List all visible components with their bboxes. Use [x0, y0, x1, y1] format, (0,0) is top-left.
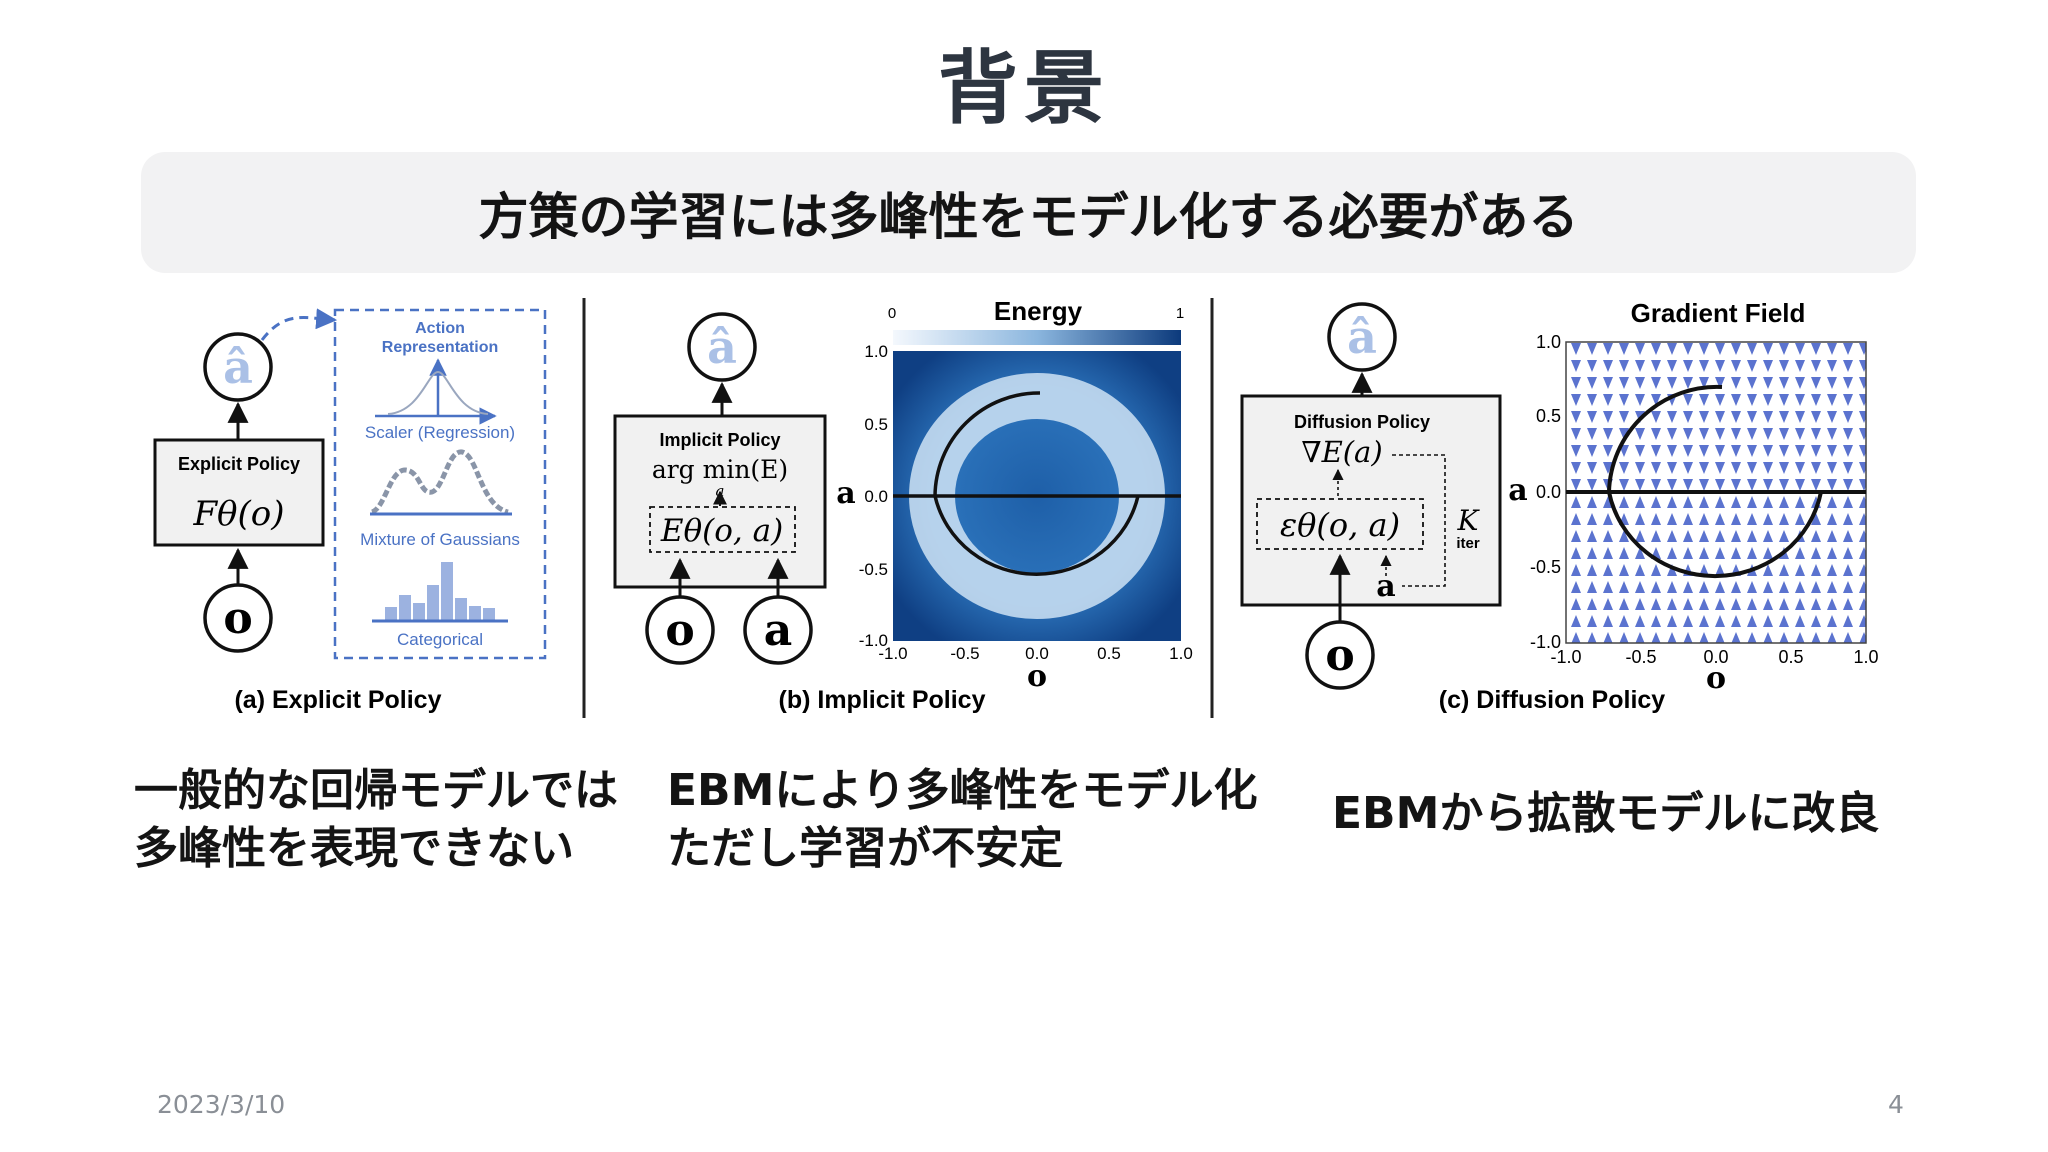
diffusion-output-label: â: [1347, 310, 1377, 364]
energy-xtick-3: 0.0: [1025, 644, 1049, 663]
explicit-policy-panel: â Explicit Policy Fθ(o) o Action Represe…: [153, 308, 547, 714]
gradient-xtick-5: 1.0: [1853, 647, 1878, 667]
implicit-output-node: [687, 312, 757, 382]
implicit-policy-panel: â Implicit Policy arg min(E) a Eθ(o, a) …: [613, 296, 1193, 714]
gradient-ytick-3: 0.0: [1536, 482, 1561, 502]
diffusion-output-node: [1327, 302, 1397, 372]
gradient-ytick-1: 1.0: [1536, 332, 1561, 352]
energy-xtick-4: 0.5: [1097, 644, 1121, 663]
diffusion-k-sub: iter: [1456, 535, 1480, 552]
energy-ytick-4: -0.5: [859, 560, 888, 579]
diffusion-input-node: [1305, 620, 1375, 690]
energy-ylabel: a: [836, 476, 855, 511]
implicit-input-label-o: o: [665, 605, 694, 656]
colorbar-max: 1: [1176, 305, 1184, 322]
rep-categorical-label: Categorical: [397, 630, 483, 649]
implicit-input-node-o: [645, 595, 715, 665]
implicit-summary-line2: ただし学習が不安定: [667, 823, 1063, 874]
implicit-output-label: â: [707, 320, 737, 374]
diffusion-policy-box: [1240, 394, 1502, 607]
energy-xlabel: o: [1027, 659, 1047, 694]
rep-title-line1: Action: [415, 320, 465, 337]
energy-function-box: [649, 506, 796, 553]
slide-title: 背景: [938, 42, 1110, 135]
energy-ytick-3: 0.0: [864, 487, 888, 506]
implicit-input-node-a: [743, 595, 813, 665]
energy-ytick-2: 0.5: [864, 415, 888, 434]
gradient-plot-title: Gradient Field: [1631, 298, 1806, 328]
explicit-summary: 一般的な回帰モデルでは 多峰性を表現できない: [134, 762, 618, 878]
gradient-xtick-2: -0.5: [1625, 647, 1656, 667]
implicit-caption: (b) Implicit Policy: [779, 686, 986, 714]
diffusion-loop-path: [1392, 454, 1446, 587]
explicit-input-label: o: [223, 593, 252, 644]
noise-prediction-box: [1256, 498, 1424, 550]
explicit-summary-line1: 一般的な回帰モデルでは: [134, 765, 618, 816]
energy-ytick-1: 1.0: [864, 342, 888, 361]
diffusion-summary: EBMから拡散モデルに改良: [1332, 785, 1879, 843]
explicit-input-node: [203, 583, 273, 653]
diffusion-inner-a: a: [1376, 569, 1395, 604]
slide-date: 2023/3/10: [157, 1090, 286, 1119]
mixture-curve: [370, 449, 509, 515]
gradient-xtick-3: 0.0: [1703, 647, 1728, 667]
implicit-summary: EBMにより多峰性をモデル化 ただし学習が不安定: [667, 762, 1258, 878]
gradient-xtick-1: -1.0: [1550, 647, 1581, 667]
implicit-argmin: arg min(E): [652, 455, 788, 484]
energy-colorbar: [893, 330, 1181, 345]
regression-curve: [387, 370, 489, 415]
implicit-formula: Eθ(o, a): [660, 513, 783, 549]
rep-mixture-label: Mixture of Gaussians: [360, 530, 520, 549]
diffusion-policy-panel: â Diffusion Policy ∇E(a) εθ(o, a) K iter…: [1240, 298, 1879, 714]
gradient-xlabel: o: [1706, 661, 1726, 696]
rep-title-line2: Representation: [382, 339, 498, 356]
diffusion-k: K: [1457, 504, 1481, 537]
explicit-box-title: Explicit Policy: [178, 454, 300, 474]
diffusion-summary-line1: EBMから拡散モデルに改良: [1332, 788, 1880, 839]
gradient-ytick-2: 0.5: [1536, 406, 1561, 426]
explicit-summary-line2: 多峰性を表現できない: [134, 823, 574, 874]
implicit-box-title: Implicit Policy: [659, 430, 780, 450]
explicit-policy-box: [153, 438, 325, 547]
diffusion-grad: ∇E(a): [1301, 435, 1382, 469]
gradient-ytick-5: -1.0: [1530, 632, 1561, 652]
gradient-xtick-4: 0.5: [1778, 647, 1803, 667]
explicit-output-node: [203, 332, 273, 402]
gradient-ytick-4: -0.5: [1530, 557, 1561, 577]
diffusion-input-label: o: [1325, 630, 1354, 681]
explicit-dashed-link: [260, 308, 338, 341]
implicit-input-label-a: a: [764, 605, 793, 656]
diffusion-formula: εθ(o, a): [1280, 506, 1400, 544]
key-message-banner: 方策の学習には多峰性をモデル化する必要がある: [141, 152, 1916, 273]
implicit-summary-line1: EBMにより多峰性をモデル化: [667, 765, 1258, 816]
categorical-bars: [385, 562, 495, 621]
energy-ring: [933, 391, 1140, 576]
colorbar-min: 0: [888, 305, 896, 322]
diffusion-caption: (c) Diffusion Policy: [1439, 686, 1666, 714]
energy-plot-title: Energy: [994, 296, 1083, 326]
key-message-text: 方策の学習には多峰性をモデル化する必要がある: [478, 187, 1579, 246]
gradient-field-upper: [1566, 342, 1866, 493]
energy-xtick-2: -0.5: [950, 644, 979, 663]
energy-xtick-1: -1.0: [878, 644, 907, 663]
diffusion-box-title: Diffusion Policy: [1294, 412, 1430, 432]
rep-regression-label: Scaler (Regression): [365, 423, 515, 442]
energy-xtick-5: 1.0: [1169, 644, 1193, 663]
slide-page-number: 4: [1888, 1090, 1904, 1119]
gradient-ylabel: a: [1508, 473, 1527, 508]
energy-ytick-5: -1.0: [859, 631, 888, 650]
action-representation-box: [333, 308, 547, 660]
explicit-output-label: â: [223, 340, 253, 394]
explicit-caption: (a) Explicit Policy: [234, 686, 441, 714]
gradient-ring: [1606, 384, 1823, 578]
explicit-formula: Fθ(o): [192, 494, 284, 534]
gradient-field-lower: [1566, 493, 1866, 643]
